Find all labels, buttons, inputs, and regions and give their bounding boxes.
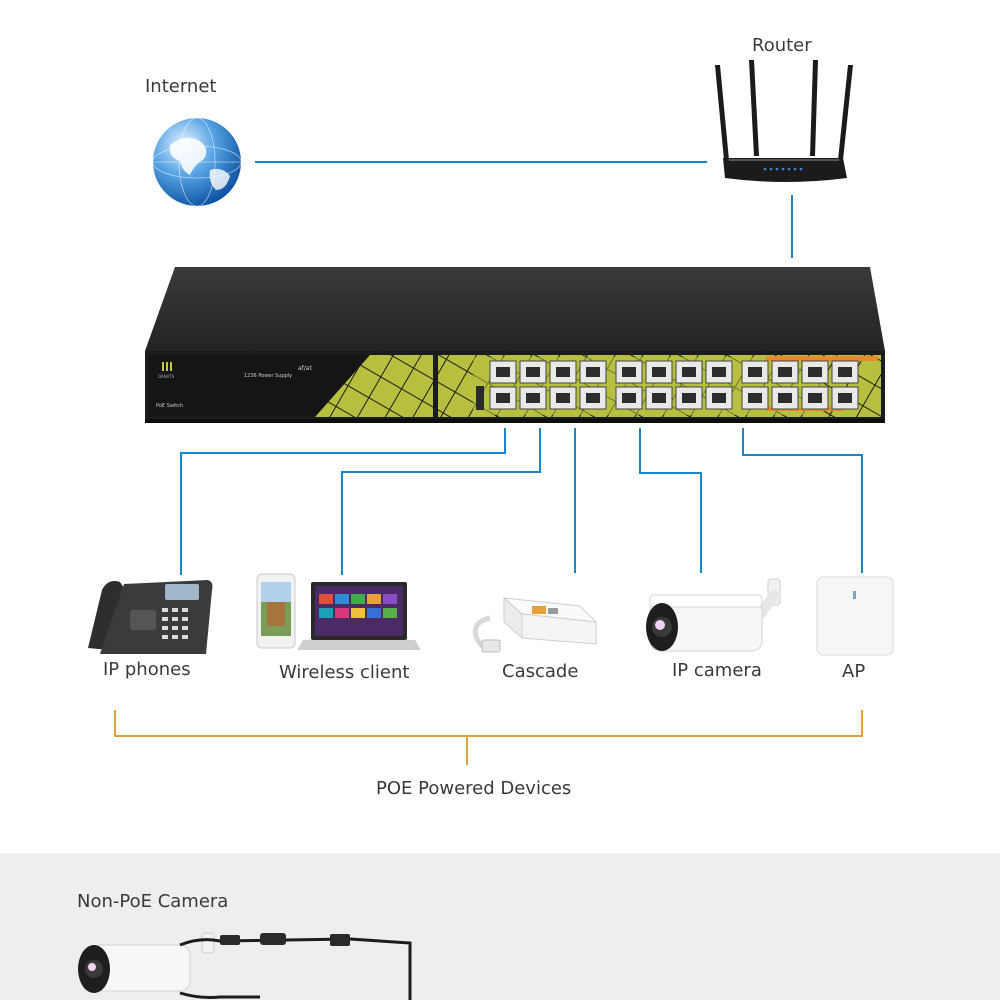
ethernet-port-socket: [748, 393, 762, 403]
ethernet-port-socket: [556, 393, 570, 403]
ethernet-port-socket: [652, 393, 666, 403]
wireless-client-label: Wireless client: [279, 662, 410, 683]
phone-link: [180, 428, 506, 575]
ethernet-port-socket: [526, 367, 540, 377]
ethernet-port-socket: [778, 393, 792, 403]
ethernet-port-socket: [586, 367, 600, 377]
ap-label: AP: [842, 661, 866, 682]
camera-link: [639, 428, 702, 573]
switch-spec-line2: 1236 Power Supply: [244, 373, 292, 379]
ethernet-port-socket: [556, 367, 570, 377]
non-poe-camera-diagram: [78, 932, 412, 1000]
ip-camera-icon: [646, 578, 781, 652]
poe-bracket: [114, 710, 863, 765]
ethernet-port-socket: [838, 367, 852, 377]
globe-icon: [152, 117, 242, 207]
ethernet-port-socket: [682, 393, 696, 403]
ethernet-port-socket: [622, 367, 636, 377]
cascade-injector-icon: [472, 596, 598, 653]
ethernet-port-socket: [748, 367, 762, 377]
ethernet-port-socket: [712, 393, 726, 403]
wireless-link: [341, 428, 541, 575]
router-label: Router: [752, 35, 812, 56]
poe-powered-devices-label: POE Powered Devices: [376, 778, 572, 799]
ip-phones-label: IP phones: [103, 659, 191, 680]
ip-camera-label: IP camera: [672, 660, 762, 681]
internet-label: Internet: [145, 76, 217, 97]
ethernet-port-socket: [622, 393, 636, 403]
switch-brand: DANATS: [158, 374, 175, 379]
ethernet-port-socket: [682, 367, 696, 377]
ethernet-port-socket: [586, 393, 600, 403]
ethernet-port-socket: [496, 393, 510, 403]
wireless-client-icon: [256, 573, 421, 650]
ethernet-port-socket: [652, 367, 666, 377]
ap-link: [742, 428, 863, 573]
ethernet-port-socket: [778, 367, 792, 377]
non-poe-camera-label: Non-PoE Camera: [77, 891, 229, 912]
switch-spec-line1: af/at: [298, 365, 312, 372]
ethernet-port-socket: [808, 367, 822, 377]
ethernet-port-socket: [712, 367, 726, 377]
router-icon: [715, 60, 853, 182]
ip-phone-icon: [88, 580, 213, 654]
cascade-label: Cascade: [502, 661, 579, 682]
ethernet-port-socket: [496, 367, 510, 377]
ethernet-port-socket: [526, 393, 540, 403]
poe-switch-icon: DANATS af/at 1236 Power Supply PoE Switc…: [145, 267, 885, 423]
access-point-icon: [816, 576, 894, 656]
ethernet-port-socket: [808, 393, 822, 403]
switch-model: PoE Switch: [156, 403, 183, 409]
ethernet-port-socket: [838, 393, 852, 403]
